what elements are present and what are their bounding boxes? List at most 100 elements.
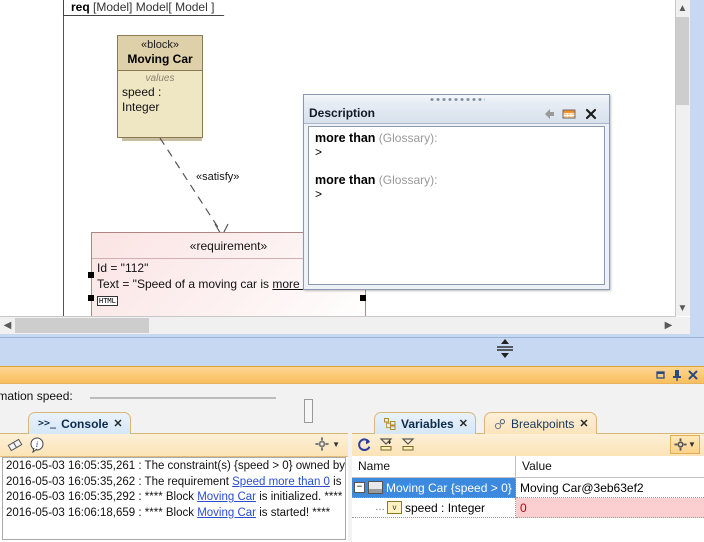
table-row[interactable]: − Moving Car {speed > 0} Moving Car@3eb6… [352,478,704,498]
back-arrow-icon[interactable] [541,106,557,122]
diagram-frame-label: req [Model] Model[ Model ] [63,0,238,17]
console-log-list[interactable]: 2016-05-03 16:05:35,261 : The constraint… [2,457,346,540]
requirement-id: Id = "112" [97,261,149,275]
scrollbar-corner [676,317,690,334]
console-log-row: 2016-05-03 16:06:18,659 : **** Block Mov… [6,506,345,522]
log-text-after: is initialized. **** [256,491,343,503]
selection-handle[interactable] [88,272,94,278]
horizontal-scroll-thumb[interactable] [15,318,149,333]
gear-icon[interactable] [674,438,687,451]
block-node-moving-car[interactable]: «block» Moving Car values speed : Intege… [117,35,203,138]
html-badge: HTML [97,296,118,306]
animation-speed-slider[interactable] [90,397,313,423]
diagram-canvas[interactable]: req [Model] Model[ Model ] «block» Movin… [0,0,676,316]
variable-name-cell[interactable]: − Moving Car {speed > 0} [352,478,516,498]
gear-icon[interactable] [315,437,329,451]
dropdown-arrow-icon[interactable]: ▼ [332,439,340,449]
variables-settings[interactable]: ▼ [670,435,700,454]
debug-pane-titlebar [0,367,704,384]
table-row[interactable]: … v speed : Integer 0 [352,498,704,518]
scroll-down-arrow-icon[interactable]: ▼ [676,300,689,316]
block-stereotype: «block» [141,39,179,51]
column-header-name[interactable]: Name [352,456,516,477]
description-title: Description [309,106,376,120]
requirement-node[interactable]: «requirement» Id = "112" Text = "Speed o… [91,232,366,316]
svg-text:i: i [36,440,38,449]
block-name: Moving Car [127,52,193,66]
tab-variables-close-icon[interactable]: ✕ [458,418,468,430]
splitter-handle-icon[interactable] [496,338,514,360]
table-icon[interactable] [561,106,577,122]
selection-handle[interactable] [360,295,366,301]
variables-icon [384,417,396,430]
log-text-after: is started! **** [256,506,331,519]
animation-speed-slider-thumb[interactable] [304,399,313,423]
tab-console[interactable]: >>_ Console ✕ [28,412,131,434]
diagram-editor[interactable]: req [Model] Model[ Model ] «block» Movin… [0,0,691,334]
glossary-kind: (Glossary): [378,131,438,145]
expand-all-icon[interactable] [378,437,394,453]
refresh-icon[interactable] [356,437,372,453]
glossary-term: more than [315,173,376,187]
close-icon[interactable] [583,106,599,122]
glossary-term: more than [315,131,376,145]
log-link[interactable]: Speed more than 0 [232,475,330,488]
scroll-left-arrow-icon[interactable]: ◀ [0,317,15,333]
tab-console-close-icon[interactable]: ✕ [113,418,123,430]
vertical-scroll-thumb[interactable] [676,17,689,105]
dropdown-arrow-icon[interactable]: ▼ [688,440,696,449]
glossary-entry: more than (Glossary): > [315,131,598,159]
grip-dots-icon [428,97,485,102]
description-content[interactable]: more than (Glossary): > more than (Gloss… [308,126,605,285]
pin-icon[interactable] [670,368,684,382]
satisfy-label: «satisfy» [196,171,240,183]
description-panel[interactable]: Description [303,94,610,290]
compartment-label-values: values [145,73,175,84]
tab-variables-label: Variables [401,416,454,431]
requirement-text-prefix: Text = "Speed of a moving car is [97,277,273,291]
variable-value-cell[interactable]: 0 [516,498,704,518]
log-link[interactable]: Moving Car [197,491,256,503]
variables-table-header: Name Value [352,456,704,478]
log-time: 2016-05-03 16:05:35,262 : [6,475,145,488]
variables-table[interactable]: Name Value − Moving Car {speed > 0} Movi… [352,456,704,542]
block-node-header: «block» Moving Car [118,36,202,71]
collapse-all-icon[interactable] [400,437,416,453]
variables-toolbar: ▼ [352,434,704,457]
horizontal-splitter[interactable] [0,337,704,367]
variable-name: Moving Car {speed > 0} [386,480,512,495]
tab-breakpoints-label: Breakpoints [511,416,575,431]
tab-variables[interactable]: Variables ✕ [374,412,476,434]
diagram-horizontal-scrollbar[interactable]: ◀ ▶ [0,316,676,334]
diagram-right-edge [690,0,704,366]
scroll-right-arrow-icon[interactable]: ▶ [661,317,676,333]
description-titlebar: Description [304,105,609,124]
diagram-vertical-scrollbar[interactable]: ▲ ▼ [675,0,690,316]
frame-label-kind: req [71,0,90,14]
console-tabstrip: >>_ Console ✕ [0,412,348,434]
column-header-value[interactable]: Value [522,459,552,473]
eraser-icon[interactable] [6,436,24,454]
scroll-up-arrow-icon[interactable]: ▲ [676,0,689,16]
glossary-entry: more than (Glossary): > [315,173,598,201]
tabstrip-baseline [0,433,348,434]
info-icon[interactable]: i [28,436,46,454]
frame-label-name: Model[ Model ] [135,0,215,14]
log-text: The constraint(s) {speed > 0} owned by [144,460,345,472]
tab-breakpoints-close-icon[interactable]: ✕ [579,418,589,430]
diagram-frame-border [63,0,676,316]
tree-collapse-toggle[interactable]: − [354,482,365,493]
restore-icon[interactable] [654,368,668,382]
log-link[interactable]: Moving Car [197,506,256,519]
value-property-icon: v [387,501,402,514]
animation-speed-row: nimation speed: [0,384,704,423]
console-settings[interactable]: ▼ [315,437,340,451]
variable-name-cell[interactable]: … v speed : Integer [352,498,516,518]
tab-console-label: Console [61,416,109,431]
variable-value-cell[interactable]: Moving Car@3eb63ef2 [516,478,704,498]
variable-name: speed : Integer [405,500,486,515]
tab-breakpoints[interactable]: Breakpoints ✕ [484,412,597,434]
selection-handle[interactable] [88,295,94,301]
close-icon[interactable] [686,368,700,382]
frame-label-scope: [Model] [93,0,133,14]
